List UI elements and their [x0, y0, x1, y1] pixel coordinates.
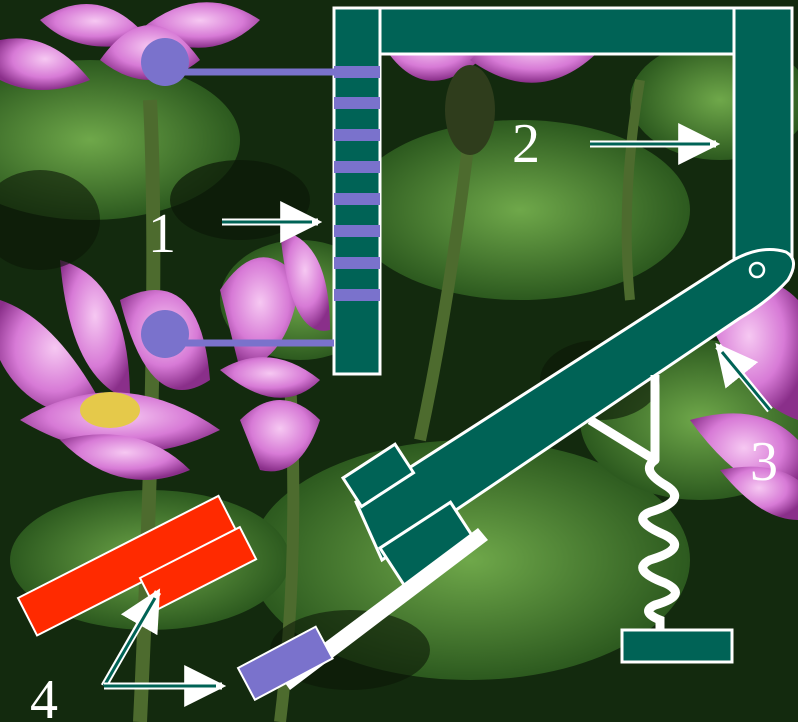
coil-winding — [334, 193, 380, 205]
label-3: 3 — [750, 431, 778, 493]
coil-winding — [334, 97, 380, 109]
coil-winding — [334, 257, 380, 269]
coil-winding — [334, 161, 380, 173]
label-2: 2 — [512, 113, 540, 175]
coil-winding — [334, 225, 380, 237]
coil-core — [334, 8, 380, 374]
coil-winding — [334, 66, 380, 78]
label-4: 4 — [30, 669, 58, 722]
spring-anchor — [622, 630, 732, 662]
coil-winding — [334, 129, 380, 141]
coil-winding — [334, 289, 380, 301]
label-1: 1 — [148, 203, 176, 265]
